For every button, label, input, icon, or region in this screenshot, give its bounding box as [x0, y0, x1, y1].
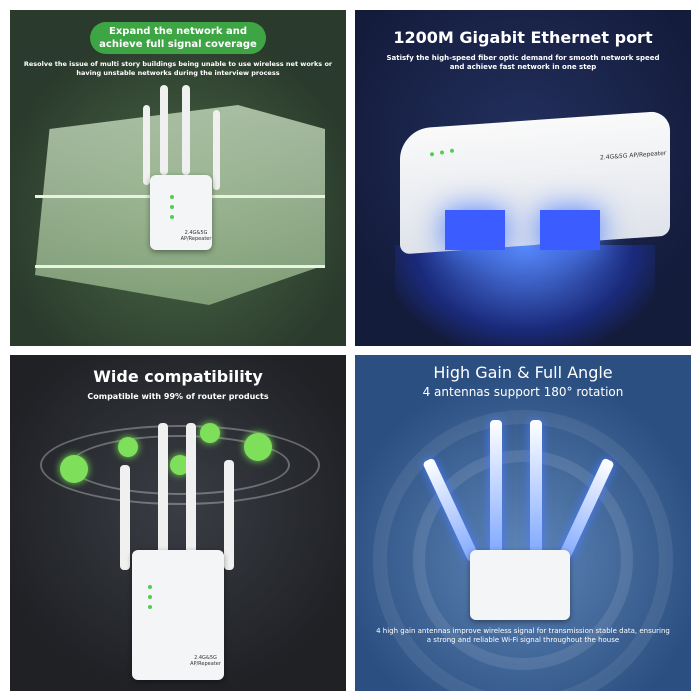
compatibility-subtitle: Compatible with 99% of router products — [87, 392, 269, 401]
repeater-device — [470, 550, 570, 620]
router-icon — [244, 433, 272, 461]
antennas-footer: 4 high gain antennas improve wireless si… — [376, 627, 670, 644]
data-stream-glow — [395, 245, 655, 345]
ethernet-port — [540, 210, 600, 250]
coverage-title: Expand the network and achieve full sign… — [90, 22, 266, 54]
repeater-device: 2.4G&5G AP/Repeater — [132, 550, 224, 680]
floor-line — [35, 265, 325, 268]
antenna — [160, 85, 168, 175]
antenna — [158, 423, 168, 563]
antenna — [530, 420, 542, 555]
router-icon — [200, 423, 220, 443]
panel-ethernet: 1200M Gigabit Ethernet port Satisfy the … — [355, 10, 691, 346]
router-icon — [118, 437, 138, 457]
antenna — [224, 460, 234, 570]
panel-antennas: High Gain & Full Angle 4 antennas suppor… — [355, 355, 691, 691]
compatibility-title: Wide compatibility — [93, 367, 263, 386]
antenna — [120, 465, 130, 570]
panel-coverage: Expand the network and achieve full sign… — [10, 10, 346, 346]
antennas-title: High Gain & Full Angle — [433, 363, 613, 382]
router-icon — [170, 455, 190, 475]
orbit-ring — [40, 425, 320, 505]
repeater-device: 2.4G&5G AP/Repeater — [400, 110, 670, 255]
antenna — [143, 105, 150, 185]
antenna — [186, 423, 196, 563]
coverage-subtitle: Resolve the issue of multi story buildin… — [23, 60, 333, 77]
antenna — [182, 85, 190, 175]
repeater-device: 2.4G&5G AP/Repeater — [150, 175, 212, 250]
panel-compatibility: Wide compatibility Compatible with 99% o… — [10, 355, 346, 691]
antenna — [490, 420, 502, 555]
ethernet-title: 1200M Gigabit Ethernet port — [393, 28, 653, 47]
antennas-subtitle: 4 antennas support 180° rotation — [422, 385, 624, 399]
router-icon — [60, 455, 88, 483]
antenna — [213, 110, 220, 190]
ethernet-subtitle: Satisfy the high-speed fiber optic deman… — [386, 54, 660, 71]
ethernet-port — [445, 210, 505, 250]
